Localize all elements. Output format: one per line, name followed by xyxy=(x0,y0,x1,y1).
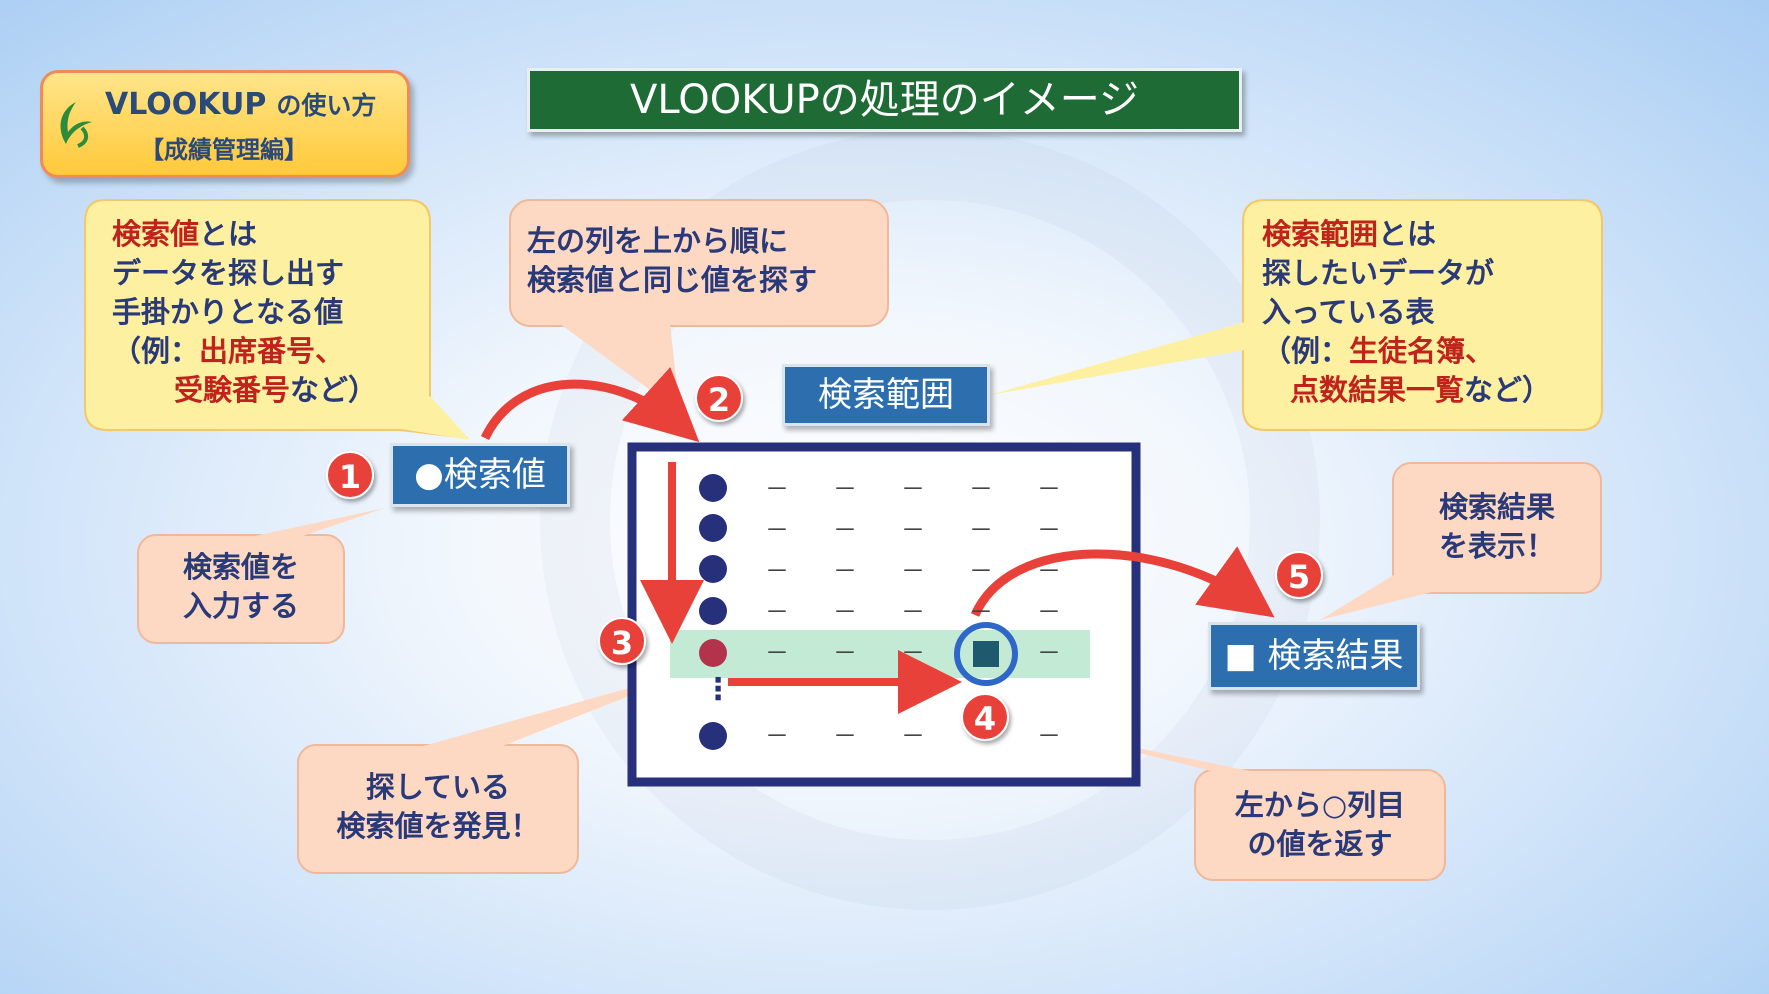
callout-input: 検索値を 入力する xyxy=(138,548,344,626)
cell-dash: － xyxy=(1037,475,1061,503)
cell-dash: － xyxy=(833,475,857,503)
page-title: VLOOKUPの処理のイメージ xyxy=(527,68,1242,132)
callout-text: 検索値と同じ値を探す xyxy=(527,263,818,297)
result-tag: ■ 検索結果 xyxy=(1208,622,1420,690)
cell-dash: － xyxy=(901,516,925,544)
callout-red-term: 検索範囲 xyxy=(1262,217,1379,251)
cell-dash: － xyxy=(1037,639,1061,667)
key-dot xyxy=(699,722,727,750)
cell-dash: － xyxy=(765,557,789,585)
callout-text: など） xyxy=(1464,373,1552,407)
callout-text: 入っている表 xyxy=(1262,295,1435,329)
cell-dash: － xyxy=(901,598,925,626)
callout-step2: 左の列を上から順に 検索値と同じ値を探す xyxy=(527,222,817,300)
cell-dash: － xyxy=(901,639,925,667)
cell-dash: － xyxy=(833,722,857,750)
input-to-range-arrow xyxy=(480,367,700,443)
cell-dash: － xyxy=(765,516,789,544)
callout-text: 左の列を上から順に xyxy=(527,224,789,258)
callout-text: など） xyxy=(290,373,378,407)
callout-range-def-bubble xyxy=(1242,199,1603,431)
cell-dash: － xyxy=(765,475,789,503)
callout-text: 検索値を発見！ xyxy=(336,809,540,843)
callout-text: データを探し出す xyxy=(112,256,345,290)
data-cells: － － － － － － － － － － － － － － － － － － － － － － － － xyxy=(765,470,1085,673)
step-1-badge: 1 xyxy=(326,451,374,499)
callout-text: 検索結果 xyxy=(1438,490,1555,524)
callout-show-result: 検索結果 を表示！ xyxy=(1393,488,1601,566)
leaf-logo-icon xyxy=(60,102,92,148)
matched-key-dot xyxy=(699,639,727,667)
cell-dash: － xyxy=(969,557,993,585)
key-dot xyxy=(699,597,727,625)
callout-found: 探している 検索値を発見！ xyxy=(298,768,578,846)
callout-text: 探している xyxy=(365,770,511,804)
cell-dash: － xyxy=(1037,557,1061,585)
callout-text: とは xyxy=(199,217,258,251)
cell-dash: － xyxy=(969,475,993,503)
cell-dash: － xyxy=(969,598,993,626)
callout-return-col: 左から○列目 の値を返す xyxy=(1195,786,1445,864)
callout-text: 入力する xyxy=(182,589,299,623)
key-dot xyxy=(699,514,727,542)
cell-dash: － xyxy=(765,639,789,667)
last-row-cells: － － － － xyxy=(765,717,1085,756)
vertical-ellipsis: ⋮ xyxy=(703,672,733,707)
logo-title: VLOOKUP の使い方 xyxy=(105,86,376,122)
cell-dash: － xyxy=(901,475,925,503)
step-3-badge: 3 xyxy=(598,617,646,665)
callout-step2-bubble xyxy=(509,199,889,327)
callout-input-bubble xyxy=(137,534,345,644)
cell-to-result-arrow xyxy=(970,546,1275,618)
cell-dash: － xyxy=(1037,516,1061,544)
cell-dash: － xyxy=(969,516,993,544)
logo-title-suffix: の使い方 xyxy=(276,91,377,120)
callout-lookup-value-def: 検索値とは データを探し出す 手掛かりとなる値 （例：出席番号、 受験番号など） xyxy=(112,215,377,410)
callout-red-term: 点数結果一覧 xyxy=(1290,373,1465,407)
callout-text: 探したいデータが xyxy=(1262,256,1495,290)
callout-red-term: 生徒名簿、 xyxy=(1349,334,1495,368)
callout-text: 左から○列目 xyxy=(1234,788,1406,822)
callout-return-col-bubble xyxy=(1194,769,1446,881)
callout-red-term: 受験番号 xyxy=(174,373,291,407)
logo-subtitle: 【成績管理編】 xyxy=(140,136,308,164)
logo-badge xyxy=(40,70,410,178)
logo-title-main: VLOOKUP xyxy=(105,87,267,122)
key-dot xyxy=(699,474,727,502)
result-cell-square xyxy=(973,641,999,667)
cell-dash: － xyxy=(1037,722,1061,750)
callout-range-def: 検索範囲とは 探したいデータが 入っている表 （例：生徒名簿、 点数結果一覧など… xyxy=(1262,215,1551,410)
callout-text: 検索値を xyxy=(182,550,299,584)
cell-dash: － xyxy=(833,639,857,667)
cell-dash: － xyxy=(833,516,857,544)
cell-dash: － xyxy=(833,598,857,626)
lookup-value-tag: ●検索値 xyxy=(390,443,570,507)
cell-dash: － xyxy=(901,722,925,750)
key-dot xyxy=(699,555,727,583)
callout-text: の値を返す xyxy=(1247,827,1393,861)
cell-dash: － xyxy=(833,557,857,585)
result-cell-ring xyxy=(954,622,1018,686)
step-2-badge: 2 xyxy=(695,374,743,422)
step-5-badge: 5 xyxy=(1275,551,1323,599)
callout-text: （例： xyxy=(112,334,200,368)
callout-text: とは xyxy=(1378,217,1437,251)
cell-dash: － xyxy=(765,722,789,750)
callout-text: （例： xyxy=(1262,334,1350,368)
callout-text: 手掛かりとなる値 xyxy=(112,295,344,329)
cell-dash: － xyxy=(765,598,789,626)
callout-red-term: 出席番号、 xyxy=(199,334,345,368)
callout-red-term: 検索値 xyxy=(112,217,200,251)
step-4-badge: 4 xyxy=(961,693,1009,741)
callout-text: を表示！ xyxy=(1438,529,1555,563)
cell-dash: － xyxy=(901,557,925,585)
search-range-tag: 検索範囲 xyxy=(782,364,990,426)
callout-show-result-bubble xyxy=(1392,462,1602,594)
matched-row-highlight xyxy=(670,630,1090,678)
cell-dash: － xyxy=(1037,598,1061,626)
